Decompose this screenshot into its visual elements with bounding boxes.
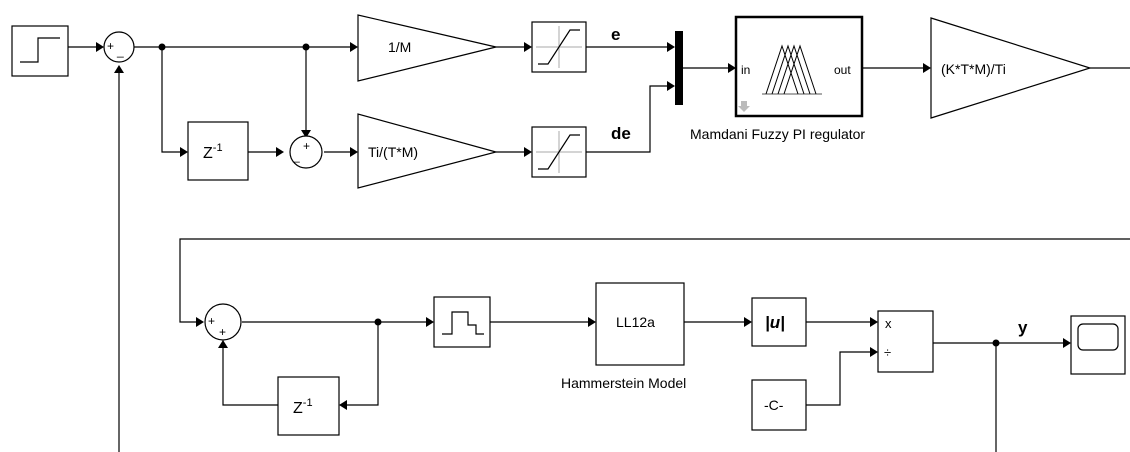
sum-top[interactable]: + _	[103, 31, 135, 63]
signal-e-label: e	[611, 25, 620, 44]
signal-lines	[68, 42, 1130, 452]
branch-dot	[992, 339, 1000, 347]
sum-diff[interactable]: _ +	[289, 135, 323, 169]
signal-de-label: de	[611, 124, 631, 143]
svg-text:Z-1: Z-1	[293, 397, 313, 417]
branch-dot	[302, 43, 310, 51]
gain-output[interactable]: (K*T*M)/Ti	[930, 17, 1093, 119]
branch-dot	[374, 318, 382, 326]
abs-label: |u|	[765, 313, 785, 332]
quantizer-block[interactable]	[433, 296, 491, 348]
unit-delay-top[interactable]: Z-1	[187, 121, 249, 181]
sum-top-sign-a: +	[107, 39, 114, 53]
unit-delay-loop[interactable]: Z-1	[277, 376, 340, 436]
scope-icon	[1077, 323, 1119, 351]
step-icon	[20, 37, 60, 63]
sum-loop-sign-b: +	[219, 325, 226, 339]
step-block[interactable]	[11, 25, 69, 77]
sum-diff-sign-b: +	[303, 139, 310, 153]
gain-output-label: (K*T*M)/Ti	[941, 61, 1006, 77]
membership-functions-icon	[762, 44, 822, 95]
saturation-icon	[536, 26, 582, 68]
saturation-icon	[536, 131, 582, 173]
fuzzy-controller-block[interactable]: in out	[734, 15, 864, 118]
hammerstein-model-block[interactable]: LL12a	[595, 282, 685, 366]
constant-label: -C-	[764, 397, 784, 413]
sum-top-sign-b: _	[116, 44, 124, 58]
fuzzy-out-port: out	[834, 63, 851, 77]
mux-block[interactable]	[675, 31, 683, 105]
delay-z: Z	[293, 400, 303, 417]
sum-loop[interactable]: + +	[204, 303, 242, 341]
sum-loop-sign-a: +	[208, 314, 215, 328]
divide-mult-port: x	[885, 316, 892, 331]
gain-inv-m[interactable]: 1/M	[357, 14, 497, 82]
constant-block[interactable]: -C-	[751, 379, 807, 431]
look-under-mask-icon[interactable]	[738, 101, 750, 112]
divide-block[interactable]: x ÷	[877, 310, 934, 373]
branch-dot	[158, 43, 166, 51]
model-name: LL12a	[616, 314, 655, 330]
fuzzy-in-port: in	[741, 63, 750, 77]
sum-diff-sign-a: _	[292, 149, 300, 163]
divide-div-port: ÷	[884, 345, 891, 360]
fuzzy-caption: Mamdani Fuzzy PI regulator	[690, 126, 865, 142]
gain-inv-m-label: 1/M	[388, 39, 411, 55]
signal-y-label: y	[1018, 318, 1028, 337]
gain-ti-tm[interactable]: Ti/(T*M)	[357, 113, 499, 189]
scope-block[interactable]	[1070, 315, 1126, 375]
staircase-icon	[442, 311, 484, 335]
svg-text:Z-1: Z-1	[203, 142, 223, 162]
saturation-bottom[interactable]	[531, 126, 587, 178]
model-caption: Hammerstein Model	[561, 375, 686, 391]
gain-ti-tm-label: Ti/(T*M)	[368, 144, 418, 160]
delay-z: Z	[203, 145, 213, 162]
delay-exp: -1	[213, 142, 223, 154]
abs-block[interactable]: |u|	[751, 297, 807, 347]
delay-exp: -1	[303, 397, 313, 409]
saturation-top[interactable]	[531, 21, 587, 73]
